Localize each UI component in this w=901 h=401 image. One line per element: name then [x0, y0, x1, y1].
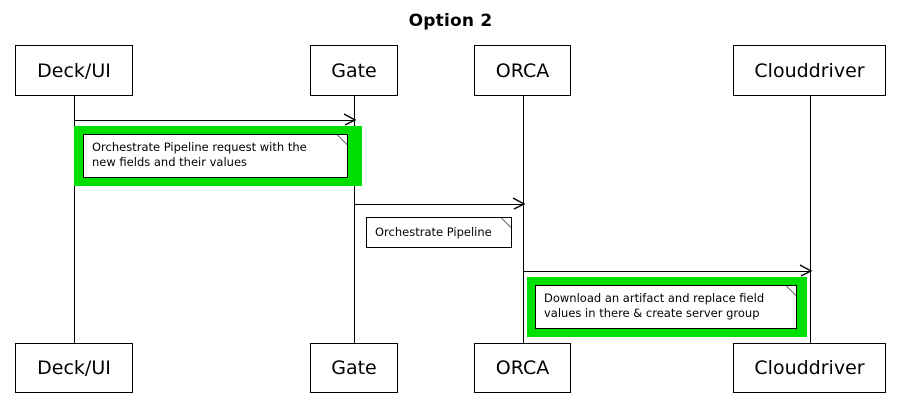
lifeline-deck-ui: [74, 96, 75, 343]
participant-label: ORCA: [495, 59, 550, 82]
participant-label: Clouddriver: [754, 59, 865, 82]
note-1-text: Orchestrate Pipeline request with the ne…: [92, 140, 307, 169]
participant-label: ORCA: [495, 357, 550, 379]
lifeline-clouddriver: [810, 96, 811, 343]
note-2[interactable]: Orchestrate Pipeline: [366, 217, 512, 248]
message-line-orca-to-clouddriver: [523, 271, 810, 272]
participant-top-orca[interactable]: ORCA: [474, 45, 571, 96]
lifeline-gate: [354, 96, 355, 343]
message-line-deck-ui-to-gate: [74, 120, 354, 121]
page-title: Option 2: [408, 11, 493, 31]
arrowhead-right-icon: [343, 113, 357, 126]
participant-top-gate[interactable]: Gate: [310, 45, 398, 96]
participant-label: Deck/UI: [37, 59, 111, 82]
participant-top-clouddriver[interactable]: Clouddriver: [733, 45, 886, 96]
note-fold-corner-icon: [786, 286, 796, 296]
note-fold-corner-icon: [337, 135, 347, 145]
participant-bottom-gate[interactable]: Gate: [310, 343, 398, 393]
note-1[interactable]: Orchestrate Pipeline request with the ne…: [83, 134, 348, 178]
participant-top-deck-ui[interactable]: Deck/UI: [15, 45, 133, 96]
participant-bottom-clouddriver[interactable]: Clouddriver: [733, 343, 886, 393]
arrowhead-right-icon: [512, 197, 526, 210]
participant-bottom-orca[interactable]: ORCA: [474, 343, 571, 393]
arrowhead-right-icon: [799, 264, 813, 277]
note-3-text: Download an artifact and replace field v…: [544, 291, 765, 320]
participant-label: Clouddriver: [754, 357, 865, 379]
message-line-gate-to-orca: [354, 204, 523, 205]
note-2-text: Orchestrate Pipeline: [375, 225, 492, 239]
lifeline-orca: [523, 96, 524, 343]
note-3[interactable]: Download an artifact and replace field v…: [535, 285, 797, 329]
participant-label: Gate: [331, 59, 377, 82]
note-fold-corner-icon: [501, 218, 511, 228]
participant-label: Deck/UI: [37, 357, 111, 379]
participant-label: Gate: [331, 357, 377, 379]
participant-bottom-deck-ui[interactable]: Deck/UI: [15, 343, 133, 393]
